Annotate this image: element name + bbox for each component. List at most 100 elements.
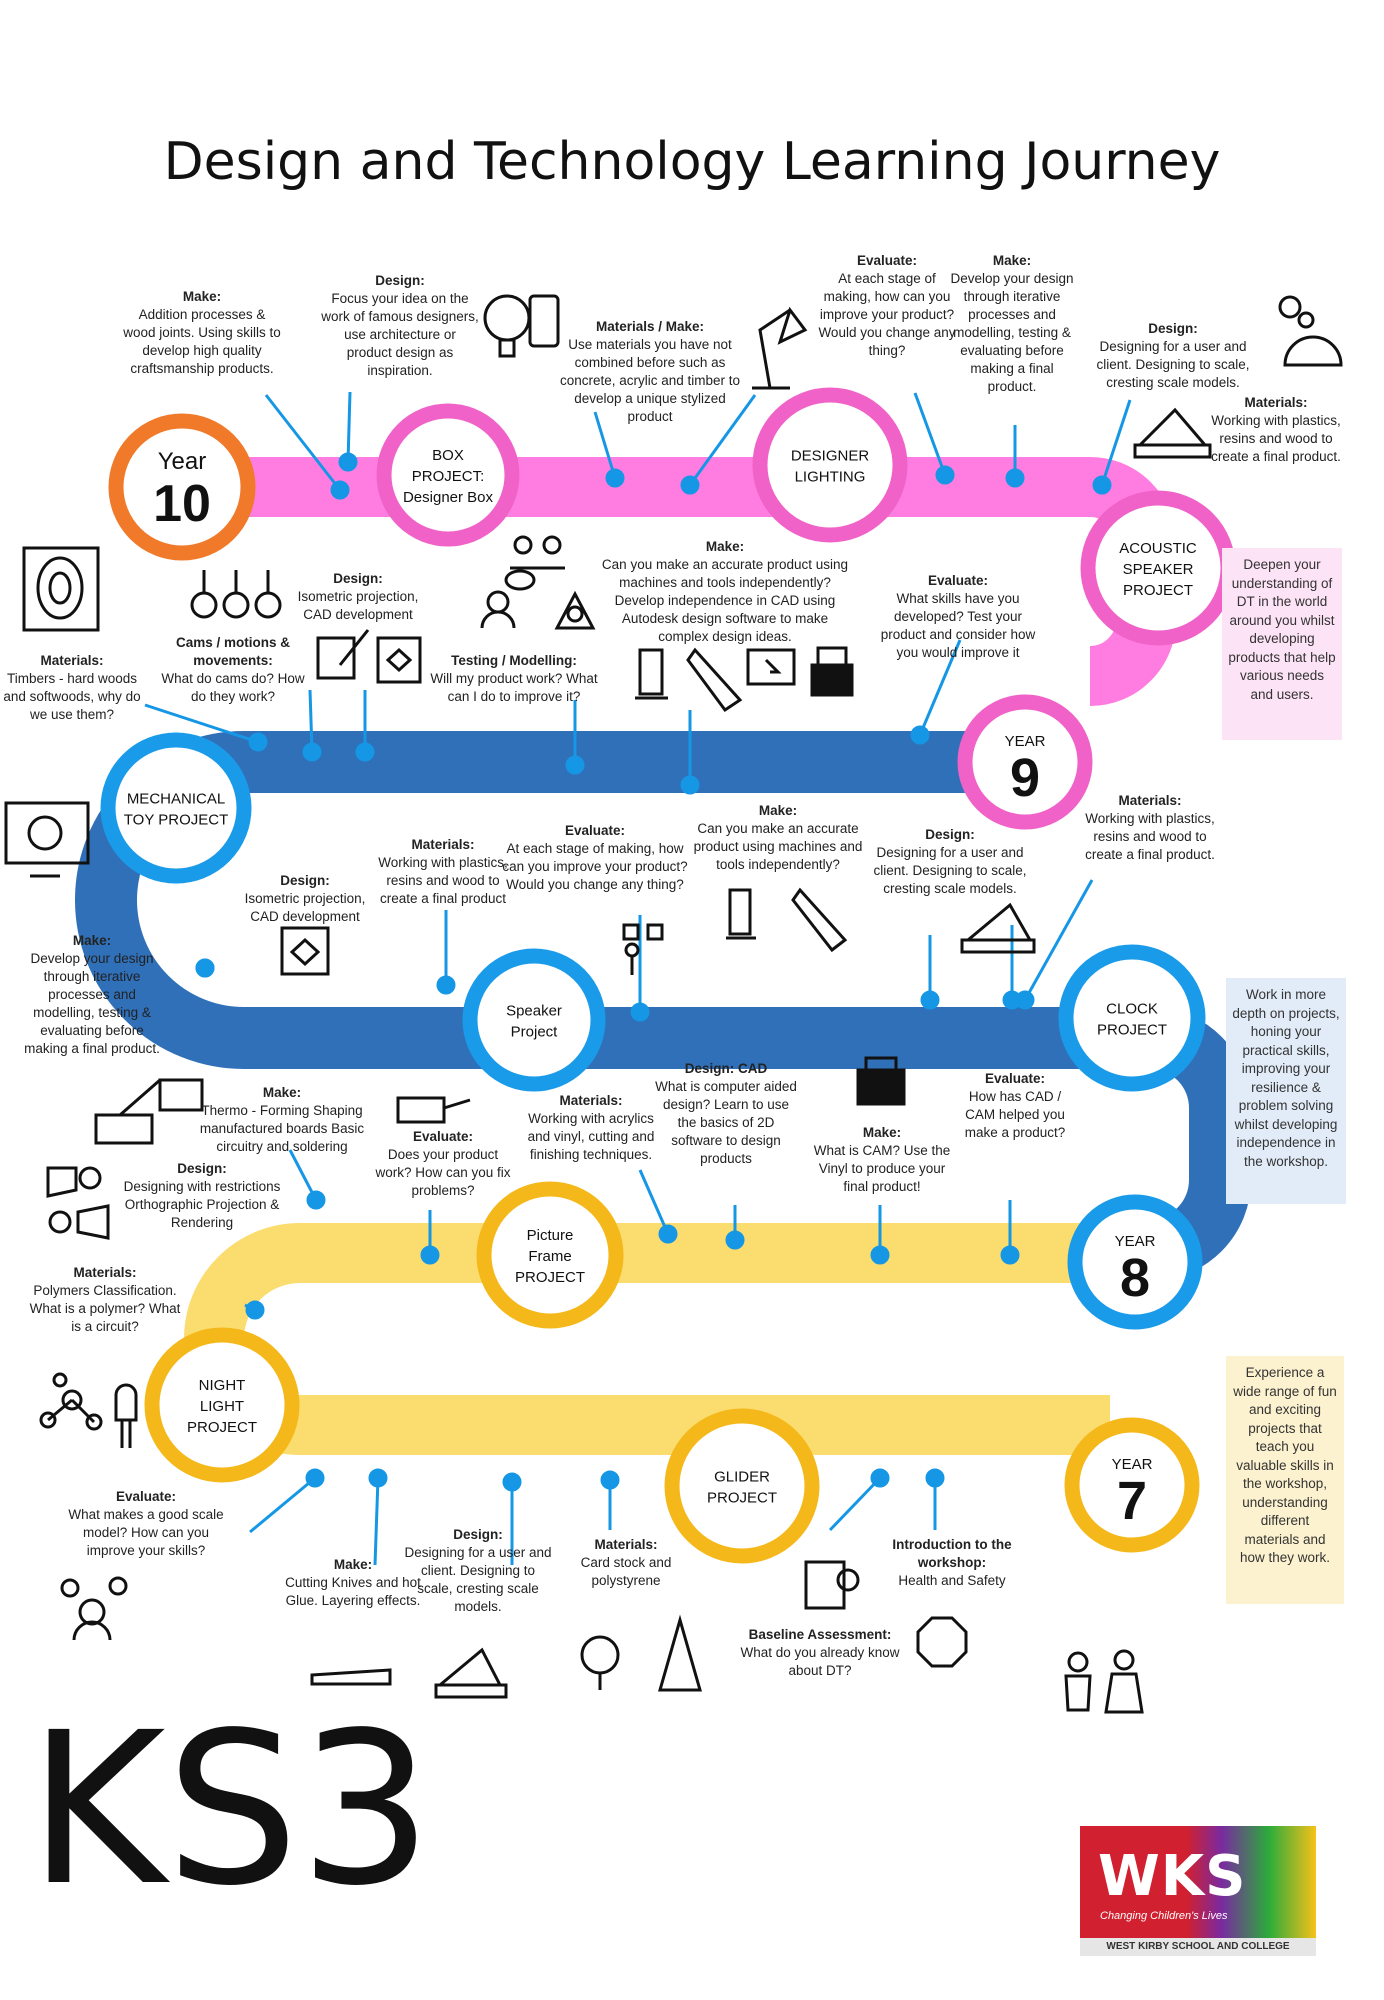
note-body: What do you already know about DT? bbox=[740, 1645, 900, 1678]
connector-line bbox=[373, 1477, 380, 1566]
note-y9-evaluate: Evaluate: What skills have you developed?… bbox=[880, 572, 1036, 662]
note-y8-materials-acrylic: Materials:Working with acrylics and viny… bbox=[516, 1092, 666, 1164]
note-body: Working with acrylics and vinyl, cutting… bbox=[527, 1111, 655, 1162]
note-y10-materials: Materials:Working with plastics, resins … bbox=[1206, 394, 1346, 466]
document-magnifier-icon bbox=[804, 1560, 860, 1610]
connector-line bbox=[593, 411, 617, 479]
year-8-badge-ring bbox=[1067, 1194, 1203, 1330]
project-label-line: LIGHT bbox=[200, 1398, 244, 1415]
project-label-line: Designer Box bbox=[403, 489, 494, 506]
wood-grain-icon bbox=[22, 546, 100, 632]
note-body: Working with plastics, resins and wood t… bbox=[1085, 811, 1215, 862]
note-y8-design-restrict: Design:Designing with restrictions Ortho… bbox=[110, 1160, 294, 1232]
project-label-line: Picture bbox=[527, 1227, 574, 1244]
connector-line bbox=[1100, 399, 1132, 486]
connector-line bbox=[1023, 879, 1094, 1001]
connector-dot bbox=[920, 990, 940, 1010]
lightbulb-phone-icon bbox=[483, 294, 560, 358]
page-title: Design and Technology Learning Journey bbox=[163, 132, 1221, 192]
note-y9-materials-3: Materials:Working with plastics, resins … bbox=[1084, 792, 1216, 864]
school-logo: WKS Changing Children's Lives WEST KIRBY… bbox=[1080, 1826, 1316, 1956]
year-10-badge-ring bbox=[108, 413, 256, 561]
key-stage-label: KS3 bbox=[28, 1687, 433, 1932]
connector-dot bbox=[600, 1470, 620, 1490]
side-y10-summary: Deepen your understanding of DT in the w… bbox=[1222, 548, 1342, 740]
note-y9-make-develop: Make:Develop your design through iterati… bbox=[18, 932, 166, 1058]
vinyl-printer-icon bbox=[856, 1056, 906, 1106]
note-y9-design-client: Design:Designing for a user and client. … bbox=[858, 826, 1042, 898]
project-label-line: Frame bbox=[528, 1248, 571, 1265]
trees-icon bbox=[580, 1614, 702, 1692]
year-label: Year bbox=[158, 448, 207, 475]
note-y9-cams: Cams / motions & movements:What do cams … bbox=[158, 634, 308, 706]
year-7-badge-ring bbox=[1064, 1417, 1200, 1553]
connector-line bbox=[249, 1476, 316, 1534]
connector-dot bbox=[248, 732, 268, 752]
note-heading: Baseline Assessment: bbox=[748, 1627, 892, 1642]
connector-dot bbox=[502, 1472, 522, 1492]
computer-cursor-icon bbox=[746, 648, 796, 686]
set-square-ruler-icon bbox=[1133, 407, 1212, 459]
note-heading: Design: CAD bbox=[684, 1061, 768, 1076]
connector-dot bbox=[1092, 475, 1112, 495]
year-number: 8 bbox=[1120, 1248, 1150, 1308]
note-y9-design-iso: Design:Isometric projection, CAD develop… bbox=[290, 570, 426, 624]
note-body: Designing for a user and client. Designi… bbox=[404, 1545, 552, 1614]
mechanical-toy-circle-ring bbox=[100, 732, 252, 884]
connector-dot bbox=[925, 1468, 945, 1488]
printer-icon bbox=[810, 646, 854, 697]
note-heading: Design: bbox=[375, 273, 425, 288]
connector-line bbox=[308, 689, 314, 753]
note-body: At each stage of making, how can you imp… bbox=[502, 841, 688, 892]
project-label-line: GLIDER bbox=[714, 1469, 770, 1486]
year-number: 10 bbox=[153, 475, 211, 533]
note-body: Designing with restrictions Orthographic… bbox=[123, 1179, 281, 1230]
box-project-circle-ring bbox=[376, 403, 520, 547]
connector-dot bbox=[330, 480, 350, 500]
note-body: What makes a good scale model? How can y… bbox=[68, 1507, 224, 1558]
note-heading: Introduction to the workshop: bbox=[892, 1537, 1012, 1570]
note-y8-design-cad: Design: CAD What is computer aided design… bbox=[652, 1060, 800, 1168]
connector-dot bbox=[658, 1224, 678, 1244]
project-label-line: ACOUSTIC bbox=[1119, 540, 1197, 557]
drill-press-icon-2 bbox=[726, 888, 756, 940]
note-body: What is computer aided design? Learn to … bbox=[655, 1079, 797, 1166]
note-heading: Evaluate: bbox=[927, 573, 989, 588]
note-body: Designing for a user and client. Designi… bbox=[873, 845, 1027, 896]
desk-lamp-icon bbox=[752, 306, 808, 390]
note-body: How has CAD / CAM helped you make a prod… bbox=[964, 1089, 1066, 1140]
stop-hand-icon bbox=[916, 1616, 968, 1668]
note-y9-materials-2: Materials:Working with plastics, resins … bbox=[370, 836, 516, 908]
note-y10-materials-make: Materials / Make:Use materials you have … bbox=[552, 318, 748, 426]
note-heading: Make: bbox=[262, 1085, 302, 1100]
connector-dot bbox=[935, 465, 955, 485]
year-label: YEAR bbox=[1112, 1456, 1153, 1473]
note-heading: Evaluate: bbox=[412, 1129, 474, 1144]
project-label-line: Speaker bbox=[506, 1003, 562, 1020]
note-body: Can you make an accurate product using m… bbox=[693, 821, 863, 872]
connector-dot bbox=[302, 742, 322, 762]
thinking-person-icon bbox=[480, 569, 536, 629]
note-body: Working with plastics, resins and wood t… bbox=[1211, 413, 1341, 464]
note-body: Develop your design through iterative pr… bbox=[950, 271, 1074, 394]
gears-head-icon bbox=[1278, 295, 1343, 367]
cams-icon bbox=[190, 570, 282, 619]
year-number: 7 bbox=[1117, 1471, 1147, 1531]
note-body: Focus your idea on the work of famous de… bbox=[321, 291, 479, 378]
connector-dot bbox=[245, 1300, 265, 1320]
hot-glue-gun-icon bbox=[396, 1096, 471, 1124]
connector-dot bbox=[630, 1002, 650, 1022]
note-y7-design: Design:Designing for a user and client. … bbox=[404, 1526, 552, 1616]
connector-dot bbox=[1005, 468, 1025, 488]
note-body: What skills have you developed? Test you… bbox=[880, 591, 1036, 660]
saw-icon bbox=[686, 647, 743, 713]
